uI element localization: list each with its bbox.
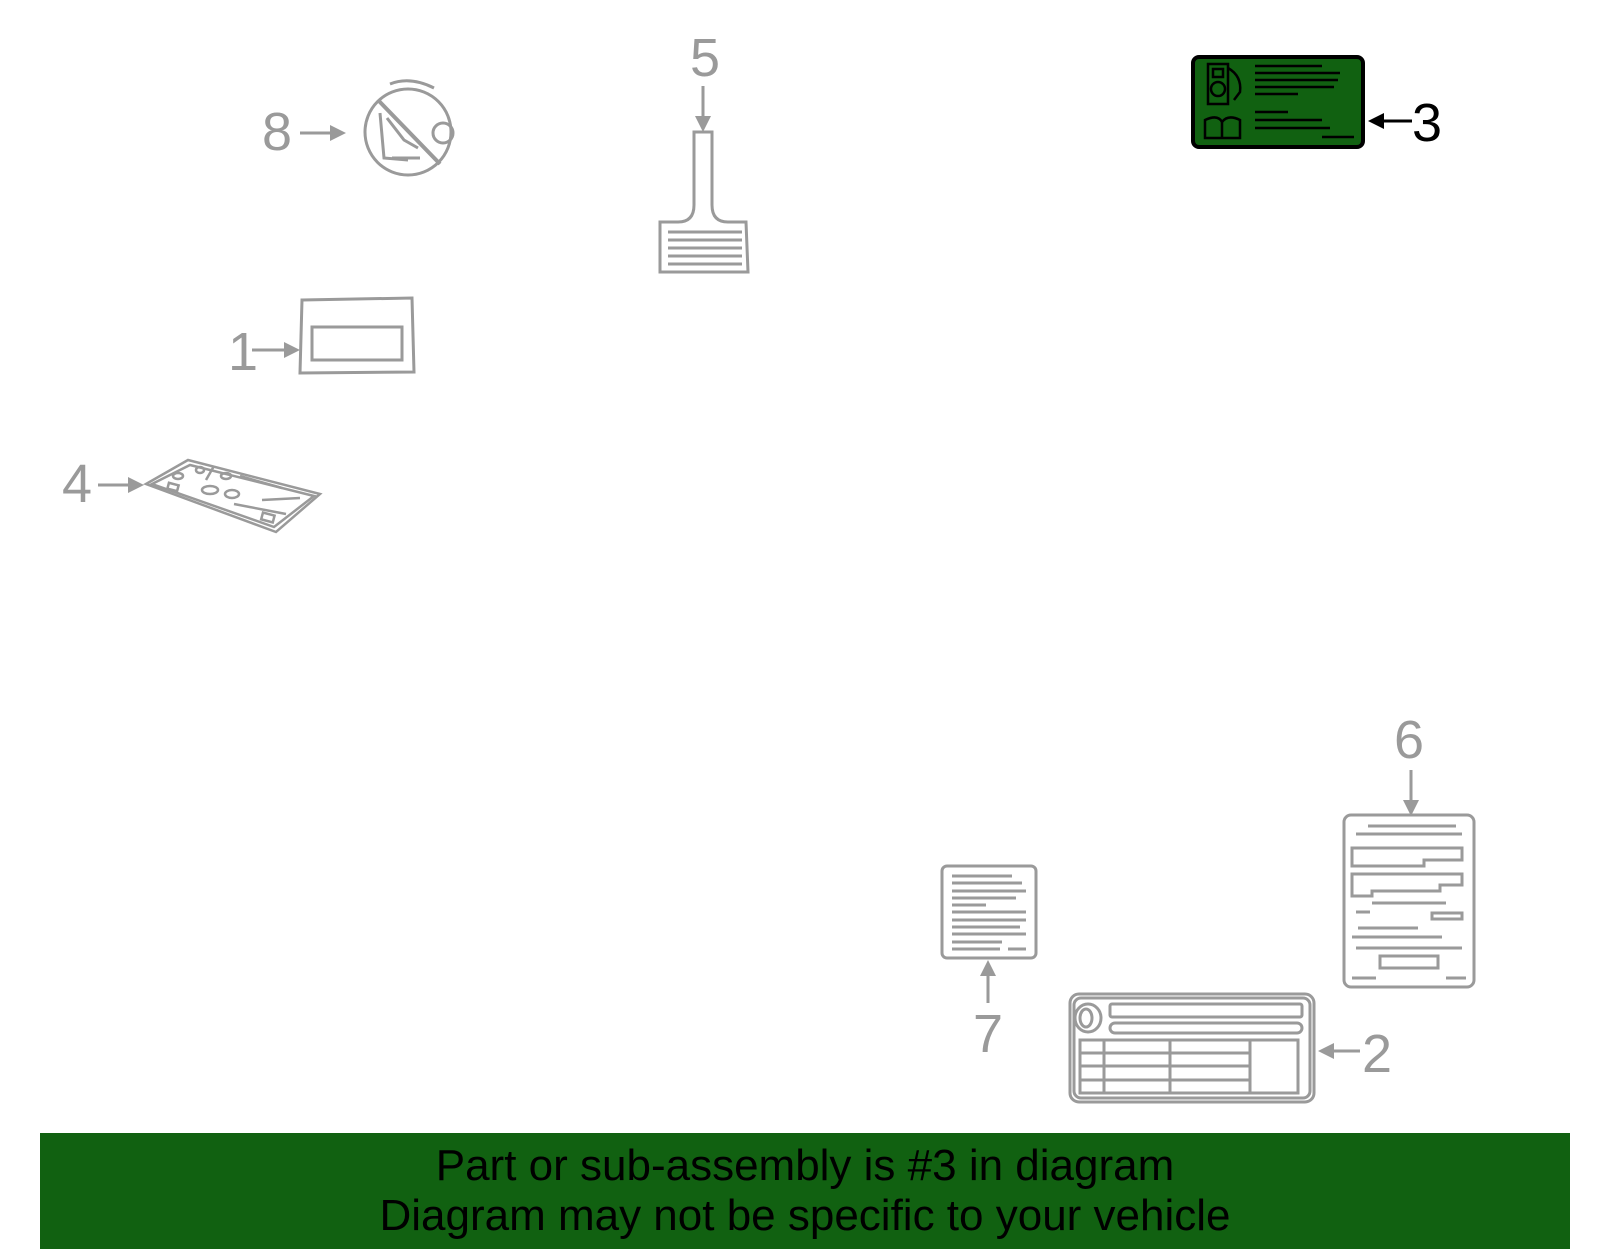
info-banner: Part or sub-assembly is #3 in diagram Di… (40, 1133, 1570, 1249)
part-8-airbag-warning-label[interactable]: 8 (262, 79, 455, 177)
part-1-label[interactable]: 1 (228, 296, 416, 382)
callout-6-arrow (1403, 770, 1419, 816)
hang-tag-shape (658, 130, 750, 274)
fuel-pump-icon (1206, 62, 1242, 106)
part-5-hang-tag-label[interactable]: 5 (658, 28, 750, 274)
callout-2: 2 (1362, 1024, 1392, 1084)
callout-5-arrow (695, 86, 711, 132)
no-child-seat-icon (363, 79, 455, 177)
callout-3-arrow (1368, 113, 1412, 129)
callout-5: 5 (690, 28, 720, 88)
callout-1-arrow (252, 342, 300, 358)
highlighted-label-body (1191, 55, 1365, 149)
banner-disclaimer: Diagram may not be specific to your vehi… (379, 1191, 1231, 1240)
callout-7-arrow (980, 960, 996, 1003)
callout-8-arrow (300, 125, 346, 141)
part-6-tall-label[interactable]: 6 (1342, 710, 1476, 989)
callout-4: 4 (62, 454, 92, 514)
callout-4-arrow (98, 477, 144, 493)
banner-part-notice: Part or sub-assembly is #3 in diagram (435, 1141, 1175, 1190)
part-2-wide-label[interactable]: 2 (1068, 992, 1392, 1104)
small-label-shape (940, 864, 1038, 960)
tall-label-shape (1342, 813, 1476, 989)
manual-book-icon (1203, 116, 1242, 140)
part-3-information-label[interactable]: 3 (1191, 55, 1442, 153)
callout-3: 3 (1412, 93, 1442, 153)
callout-8: 8 (262, 102, 292, 162)
angled-label-shape (143, 458, 323, 534)
rect-label-shape (298, 296, 416, 375)
part-7-small-label[interactable]: 7 (940, 864, 1038, 1064)
part-4-angled-label[interactable]: 4 (62, 454, 323, 534)
callout-6: 6 (1394, 710, 1424, 770)
callout-2-arrow (1318, 1043, 1360, 1059)
label-text-lines (1255, 64, 1354, 139)
callout-1: 1 (228, 322, 258, 382)
wide-label-shape (1068, 992, 1316, 1104)
callout-7: 7 (973, 1004, 1003, 1064)
